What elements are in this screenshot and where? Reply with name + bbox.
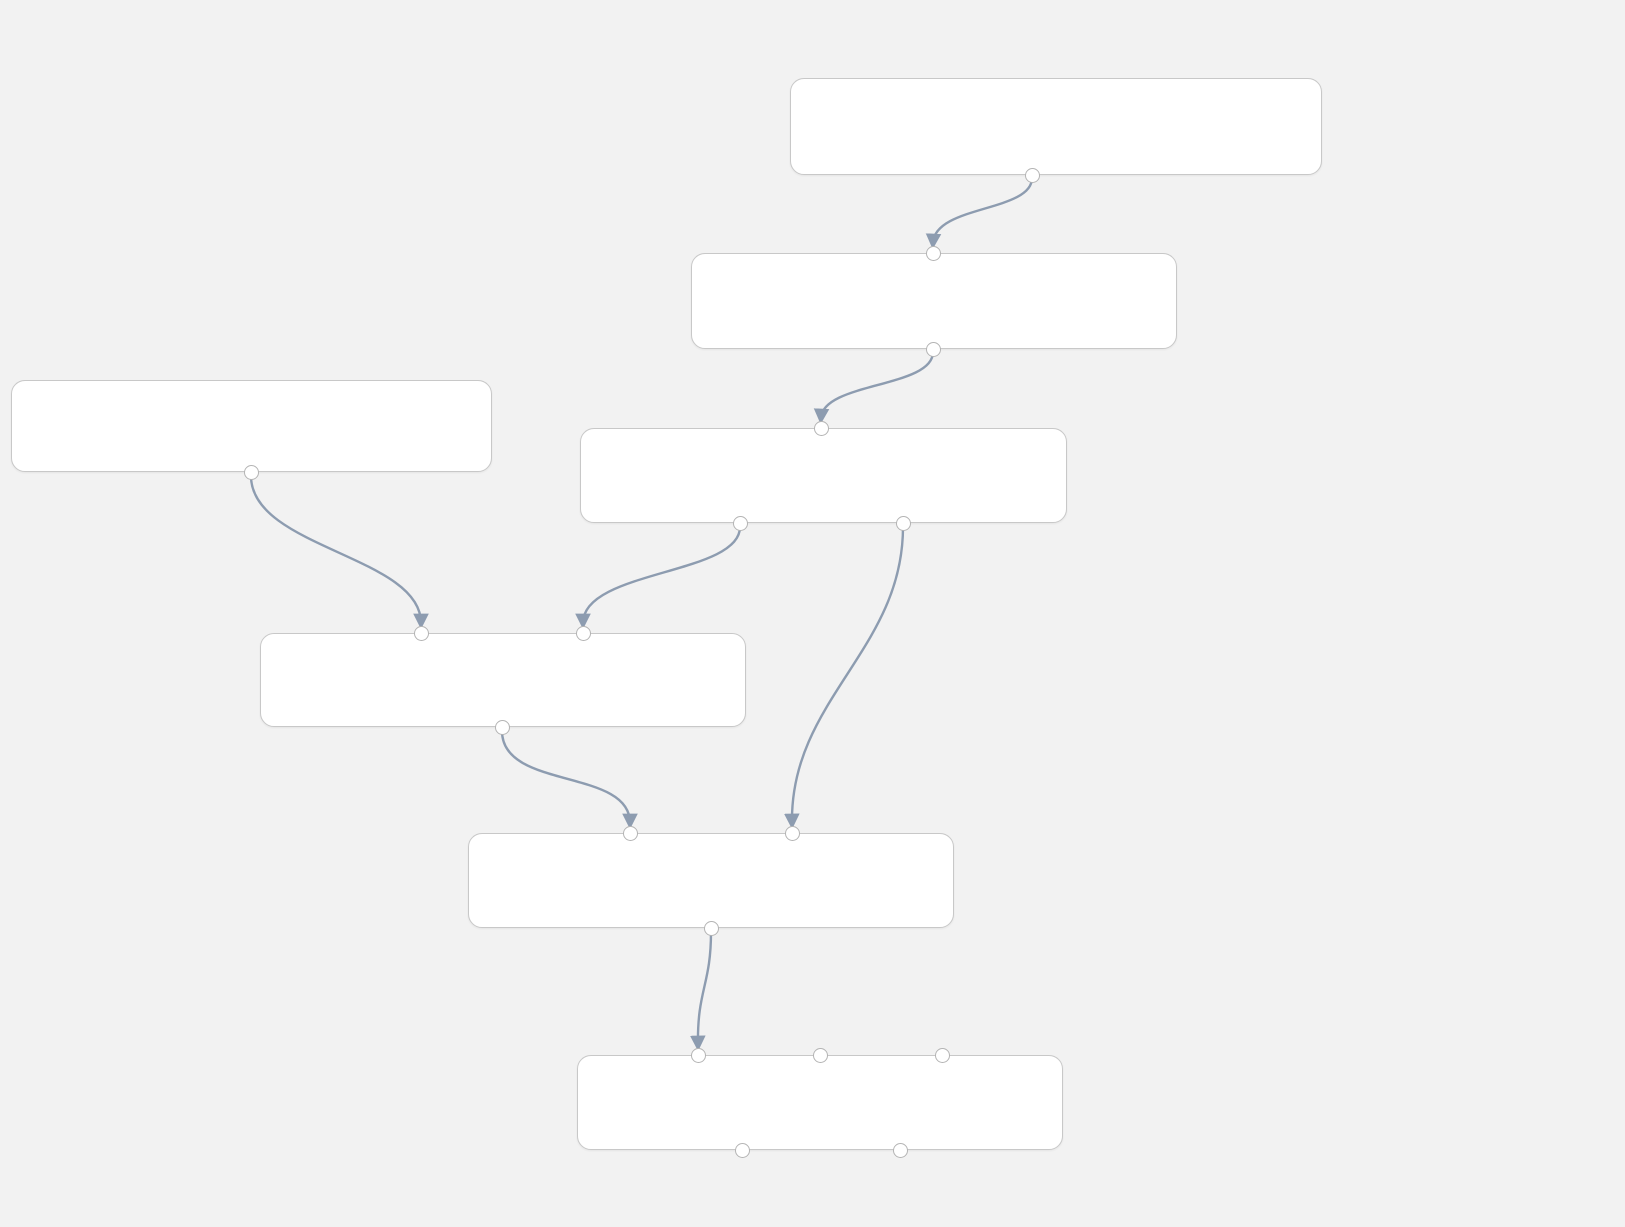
output-port-score-model-1[interactable]	[703, 920, 719, 936]
node-score-model[interactable]	[468, 833, 954, 928]
input-port-score-model-2[interactable]	[784, 825, 800, 841]
input-port-train-model-2[interactable]	[575, 625, 591, 641]
input-port-execute-python-script-3[interactable]	[934, 1047, 950, 1063]
input-port-train-model-1[interactable]	[413, 625, 429, 641]
node-split-data[interactable]	[580, 428, 1067, 523]
node-execute-python-script[interactable]	[577, 1055, 1063, 1150]
input-port-select-columns-in-dataset-1[interactable]	[925, 245, 941, 261]
input-port-score-model-1[interactable]	[622, 825, 638, 841]
output-port-split-data-2[interactable]	[895, 515, 911, 531]
connector-edge-split-data-to-train-model[interactable]	[575, 526, 742, 630]
output-port-execute-python-script-2[interactable]	[892, 1142, 908, 1158]
node-train-model[interactable]	[260, 633, 746, 727]
connector-edge-select-columns-to-split-data[interactable]	[813, 351, 935, 425]
input-port-execute-python-script-1[interactable]	[690, 1047, 706, 1063]
node-create-python-model[interactable]	[11, 380, 492, 472]
output-port-adult-census-income-binary-1[interactable]	[1024, 167, 1040, 183]
output-port-split-data-1[interactable]	[732, 515, 748, 531]
output-port-execute-python-script-1[interactable]	[734, 1142, 750, 1158]
node-select-columns-in-dataset[interactable]	[691, 253, 1177, 349]
output-port-create-python-model-1[interactable]	[243, 464, 259, 480]
node-adult-census-income-binary[interactable]	[790, 78, 1322, 175]
connector-edge-dataset-to-select-columns[interactable]	[925, 177, 1034, 250]
connector-edge-split-data-to-score-model[interactable]	[784, 526, 905, 830]
connector-edge-score-model-to-execute-python-script[interactable]	[690, 931, 713, 1052]
output-port-train-model-1[interactable]	[494, 719, 510, 735]
connector-edge-train-model-to-score-model[interactable]	[500, 730, 638, 830]
output-port-select-columns-in-dataset-1[interactable]	[925, 341, 941, 357]
connector-edge-create-python-model-to-train-model[interactable]	[249, 475, 429, 630]
input-port-execute-python-script-2[interactable]	[812, 1047, 828, 1063]
input-port-split-data-1[interactable]	[813, 420, 829, 436]
